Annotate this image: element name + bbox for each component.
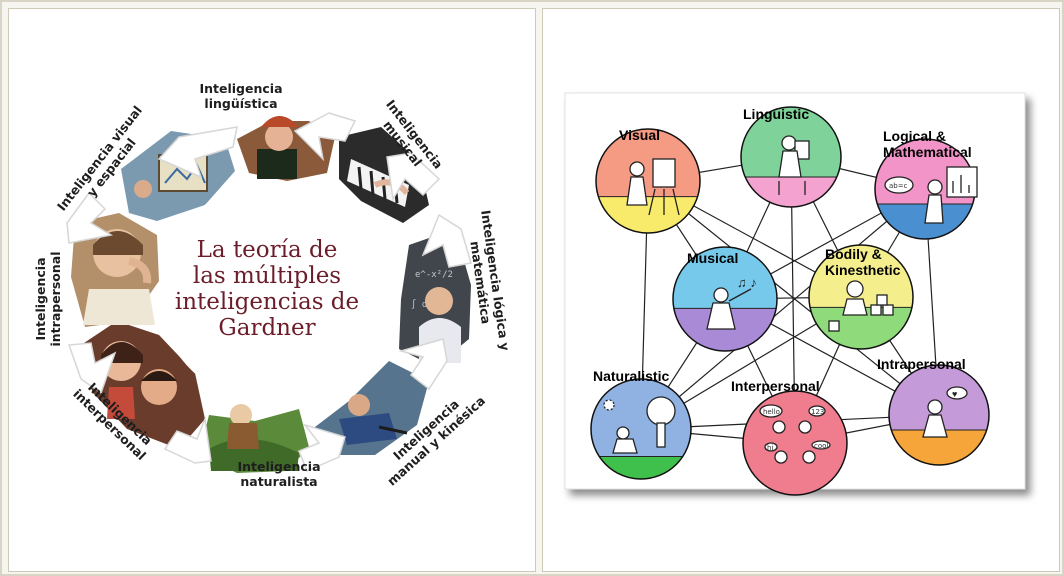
label-logica: Inteligencia lógica y matemática (467, 209, 512, 352)
node-visual-outline (595, 128, 701, 234)
center-title-line-1: La teoría de (197, 237, 338, 263)
node-label-interpersonal: Interpersonal (731, 378, 820, 394)
figure-musical-violinist: ♫ ♪ (706, 275, 757, 330)
svg-text:e^-x²/2: e^-x²/2 (415, 270, 453, 280)
label-naturalista: Inteligencia naturalista (237, 459, 320, 489)
node-label-bodily-line-1: Bodily & (825, 246, 882, 262)
center-title-line-4: Gardner (218, 315, 315, 341)
figure-intrapersonal-child: ♥ (922, 386, 968, 438)
segment-naturalista (199, 404, 309, 473)
gardner-cycle-diagram: e^-x²/2 ∫ dx √π (33, 81, 513, 489)
node-label-intrapersonal: Intrapersonal (877, 356, 966, 372)
label-linguistica-line-2: lingüística (204, 96, 277, 111)
svg-text:ab=c: ab=c (889, 182, 908, 190)
figure-logical-scientist: ab=c (884, 166, 978, 224)
center-title-line-2: las múltiples (193, 263, 341, 289)
node-musical-outline (672, 246, 778, 352)
node-linguistic-outline (740, 106, 842, 208)
figure-bodily-child (828, 280, 894, 332)
center-title: La teoría de las múltiples inteligencias… (175, 237, 359, 341)
node-label-musical: Musical (687, 250, 738, 266)
segment-intrapersonal (71, 213, 159, 327)
speech-hello: hello (763, 408, 780, 416)
node-naturalistic (590, 378, 692, 480)
node-label-logical-line-1: Logical & (883, 128, 946, 144)
speech-hi: hi (767, 444, 773, 452)
figure-visual-painter (626, 158, 680, 216)
label-intrapersonal-line-2: intrapersonal (48, 252, 63, 347)
label-linguistica: Inteligencia lingüística (199, 81, 282, 111)
label-naturalista-line-2: naturalista (240, 474, 317, 489)
figure-interpersonal-group: hello 123 hi cool (759, 404, 831, 464)
left-panel: e^-x²/2 ∫ dx √π (8, 8, 536, 572)
photo-ring: e^-x²/2 ∫ dx √π (66, 112, 472, 473)
node-bodily-outline (808, 244, 914, 350)
speech-cool: cool (814, 442, 828, 450)
speech-123: 123 (811, 408, 824, 416)
figure-naturalistic-tree (603, 396, 676, 454)
label-intrapersonal: Inteligencia intrapersonal (33, 252, 63, 347)
center-title-line-3: inteligencias de (175, 289, 359, 315)
segment-interpersonal (75, 321, 205, 449)
label-linguistica-line-1: Inteligencia (199, 81, 282, 96)
node-visual (595, 128, 701, 234)
node-label-bodily-line-2: Kinesthetic (825, 262, 901, 278)
cycle-arrows (66, 112, 472, 472)
node-label-naturalistic: Naturalistic (593, 368, 669, 384)
svg-text:♫ ♪: ♫ ♪ (737, 275, 757, 290)
label-intrapersonal-line-1: Inteligencia (33, 257, 48, 340)
node-intrapersonal-outline (888, 364, 990, 466)
node-label-linguistic: Linguistic (743, 106, 809, 122)
node-label-logical-line-2: Mathematical (883, 144, 972, 160)
label-naturalista-line-1: Inteligencia (237, 459, 320, 474)
svg-text:♥: ♥ (952, 389, 957, 399)
center-disc (159, 185, 375, 401)
figure-linguistic-reader (778, 135, 810, 195)
edge-logical-naturalistic (640, 188, 926, 430)
node-interpersonal-outline (742, 390, 848, 496)
node-label-visual: Visual (619, 127, 660, 143)
segment-manual (315, 361, 429, 455)
figure-sketches: ab=c ♫ ♪ (603, 135, 978, 464)
node-naturalistic-outline (590, 378, 692, 480)
